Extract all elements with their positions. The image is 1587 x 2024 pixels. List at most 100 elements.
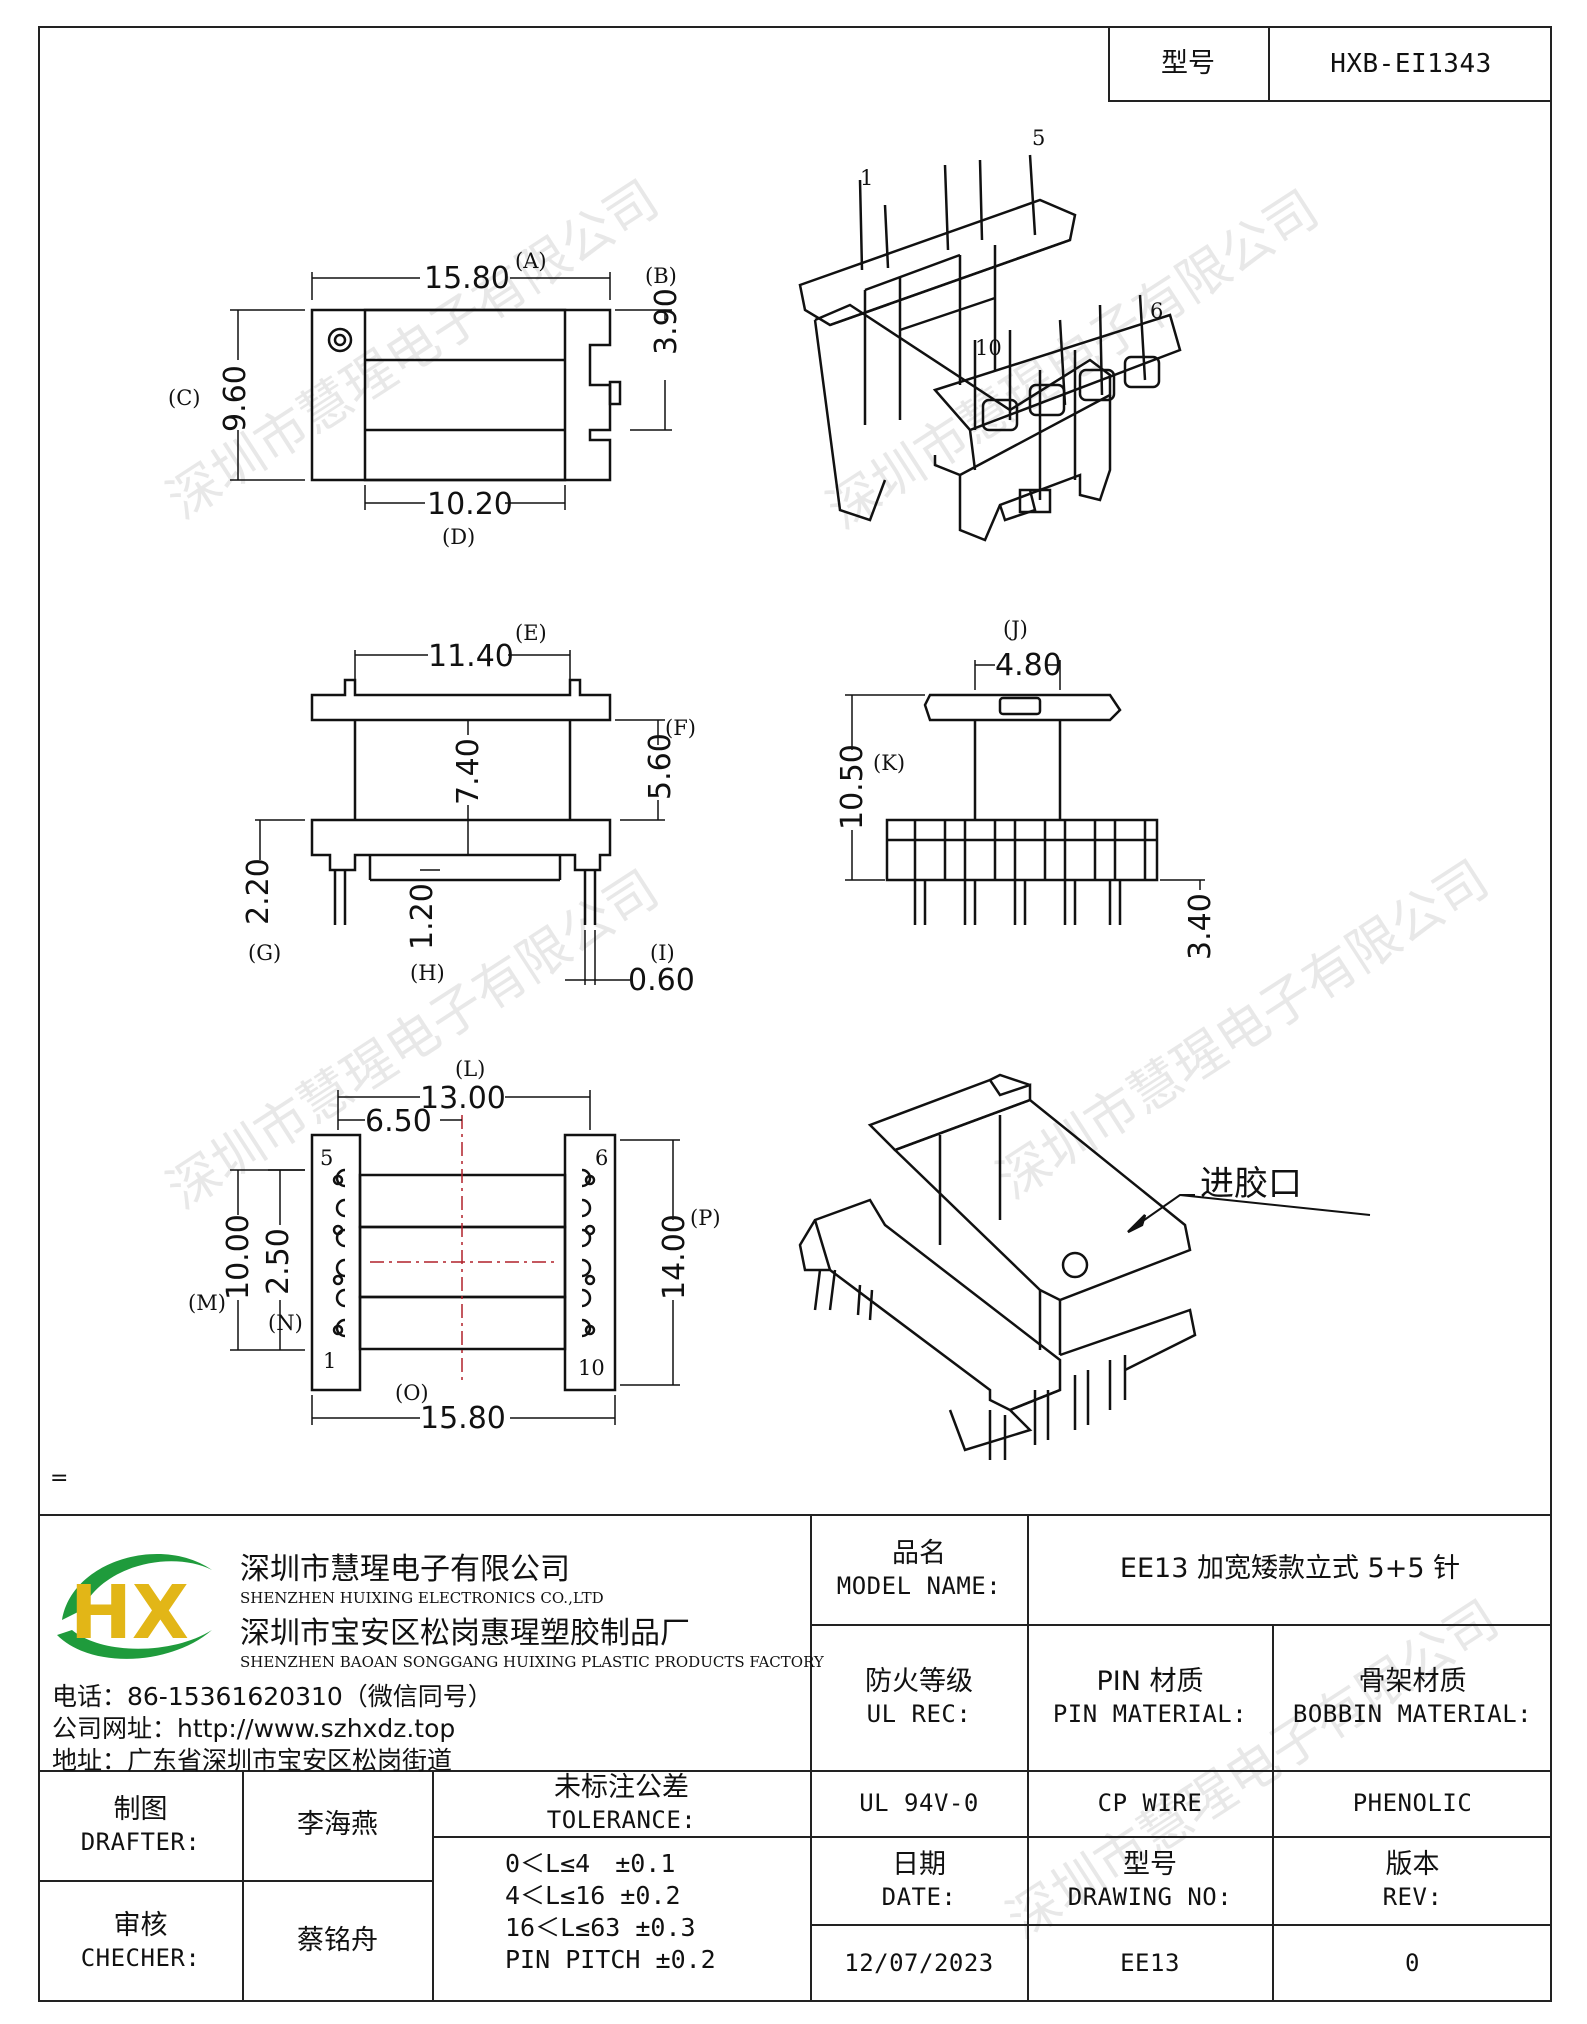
edge-mark: = [50, 1466, 68, 1491]
engineering-drawing: 15.80 (A) 3.90 (B) 9.60 (C) 10.20 (D) 11… [50, 126, 1371, 1491]
grid-line [38, 1880, 432, 1882]
side-view [845, 660, 1205, 925]
grid-line [810, 1924, 1552, 1926]
pin-label: 5 [320, 1146, 333, 1170]
date-label: 日期 DATE: [812, 1838, 1026, 1922]
tolerance-row: 0＜L≤4 ±0.1 [505, 1849, 676, 1878]
dim-label: (C) [168, 386, 200, 410]
checker-label: 审核 CHECHER: [40, 1882, 241, 2000]
tolerance-cn: 未标注公差 [554, 1772, 689, 1804]
front-view [255, 650, 665, 985]
dim-value: 9.60 [218, 365, 253, 432]
grid-line [38, 1770, 1552, 1772]
pin-material-value: CP WIRE [1097, 1789, 1203, 1817]
dim-label: (D) [442, 525, 475, 549]
drawing-no-en: DRAWING NO: [1067, 1882, 1233, 1911]
dim-label: (P) [690, 1206, 721, 1230]
pin-material-en: PIN MATERIAL: [1052, 1699, 1248, 1728]
pin-label: 10 [975, 336, 1002, 360]
model-name-label: 品名 MODEL NAME: [812, 1516, 1026, 1622]
tolerance-en: TOLERANCE: [546, 1805, 697, 1834]
dim-label: (F) [665, 716, 696, 740]
header-model-label: 型号 [1161, 48, 1215, 80]
dim-label: (B) [645, 264, 677, 288]
logo-text: HX [70, 1570, 189, 1656]
dim-value: 10.00 [221, 1214, 256, 1300]
dim-value: 0.60 [628, 963, 695, 998]
dim-value: 10.50 [835, 744, 870, 830]
model-name-value: EE13 加宽矮款立式 5+5 针 [1119, 1553, 1461, 1585]
tolerance-label: 未标注公差 TOLERANCE: [434, 1772, 809, 1834]
model-name-en: MODEL NAME: [836, 1571, 1002, 1600]
grid-line [432, 1836, 810, 1838]
dim-value: 6.50 [365, 1104, 432, 1139]
rev-label: 版本 REV: [1274, 1838, 1551, 1922]
drawing-no-cn: 型号 [1123, 1849, 1177, 1881]
pin-material-label: PIN 材质 PIN MATERIAL: [1029, 1626, 1271, 1768]
dim-value: 2.50 [261, 1228, 296, 1295]
dim-value: 2.20 [241, 858, 276, 925]
company-phone: 电话：86-15361620310（微信同号） [52, 1682, 493, 1711]
pin-label: 10 [578, 1356, 605, 1380]
header-model-box [1108, 26, 1552, 102]
grid-line [432, 1770, 434, 2002]
dim-label: (G) [248, 941, 281, 965]
company-address: 地址：广东省深圳市宝安区松岗街道 [52, 1746, 453, 1775]
dim-label: (O) [395, 1381, 429, 1405]
drawing-frame [38, 26, 1552, 2002]
dim-value: 1.20 [405, 883, 440, 950]
dim-label: (E) [515, 621, 547, 645]
dim-value: 4.80 [995, 648, 1062, 683]
bobbin-material-cn: 骨架材质 [1358, 1666, 1467, 1698]
dim-value: 15.80 [424, 261, 510, 296]
dim-label: (M) [188, 1291, 226, 1315]
grid-line [810, 1624, 1552, 1626]
factory-name-cn: 深圳市宝安区松岗惠瑆塑胶制品厂 [240, 1616, 690, 1651]
drawing-no-value: EE13 [1120, 1949, 1180, 1977]
tolerance-row: PIN PITCH ±0.2 [505, 1945, 716, 1974]
company-logo: HX [57, 1554, 212, 1659]
factory-name-en: SHENZHEN BAOAN SONGGANG HUIXING PLASTIC … [240, 1653, 824, 1671]
rev-cn: 版本 [1385, 1849, 1440, 1881]
bottom-view [230, 1090, 680, 1425]
pin-label: 6 [1150, 299, 1163, 323]
company-name-cn: 深圳市慧瑆电子有限公司 [240, 1552, 570, 1587]
company-website: 公司网址：http://www.szhxdz.top [52, 1714, 456, 1743]
ul-rec-label: 防火等级 UL REC: [812, 1626, 1026, 1768]
dim-value: 7.40 [451, 738, 486, 805]
pin-label: 6 [595, 1146, 608, 1170]
pin-label: 1 [323, 1349, 336, 1373]
grid-line [1027, 1514, 1029, 2002]
checker-cn: 审核 [113, 1910, 168, 1942]
company-name-en: SHENZHEN HUIXING ELECTRONICS CO.,LTD [240, 1589, 604, 1607]
date-en: DATE: [881, 1882, 957, 1911]
title-block-top [38, 1514, 1552, 1516]
rev-value: 0 [1405, 1949, 1420, 1977]
checker-name: 蔡铭舟 [297, 1925, 378, 1957]
drafter-en: DRAFTER: [80, 1827, 201, 1856]
ul-rec-en: UL REC: [866, 1699, 972, 1728]
checker-en: CHECHER: [80, 1943, 201, 1972]
dim-label: (I) [650, 941, 675, 965]
dim-label: (N) [268, 1311, 303, 1335]
pin-label: 5 [1032, 126, 1045, 150]
pin-label: 1 [860, 166, 873, 190]
dim-value: 5.60 [643, 733, 678, 800]
top-view [230, 272, 672, 510]
iso-view-bottom [798, 1073, 1371, 1460]
tolerance-table: 0＜L≤4 ±0.1 4＜L≤16 ±0.2 16＜L≤63 ±0.3 PIN … [505, 1848, 716, 1976]
logo-swoosh-icon [57, 1630, 212, 1659]
header-divider [1268, 26, 1270, 102]
dim-value: 3.40 [1183, 893, 1218, 960]
grid-line [810, 1836, 1552, 1838]
pin-material-cn: PIN 材质 [1096, 1666, 1204, 1698]
dim-value: 10.20 [427, 487, 513, 522]
drafter-cn: 制图 [113, 1794, 168, 1826]
drawing-no-label: 型号 DRAWING NO: [1029, 1838, 1271, 1922]
dim-label: (L) [455, 1057, 485, 1081]
dim-label: (K) [873, 751, 905, 775]
grid-line [810, 1514, 812, 2002]
date-value: 12/07/2023 [844, 1949, 994, 1977]
model-name-cn: 品名 [892, 1538, 946, 1570]
dim-value: 14.00 [657, 1214, 692, 1300]
